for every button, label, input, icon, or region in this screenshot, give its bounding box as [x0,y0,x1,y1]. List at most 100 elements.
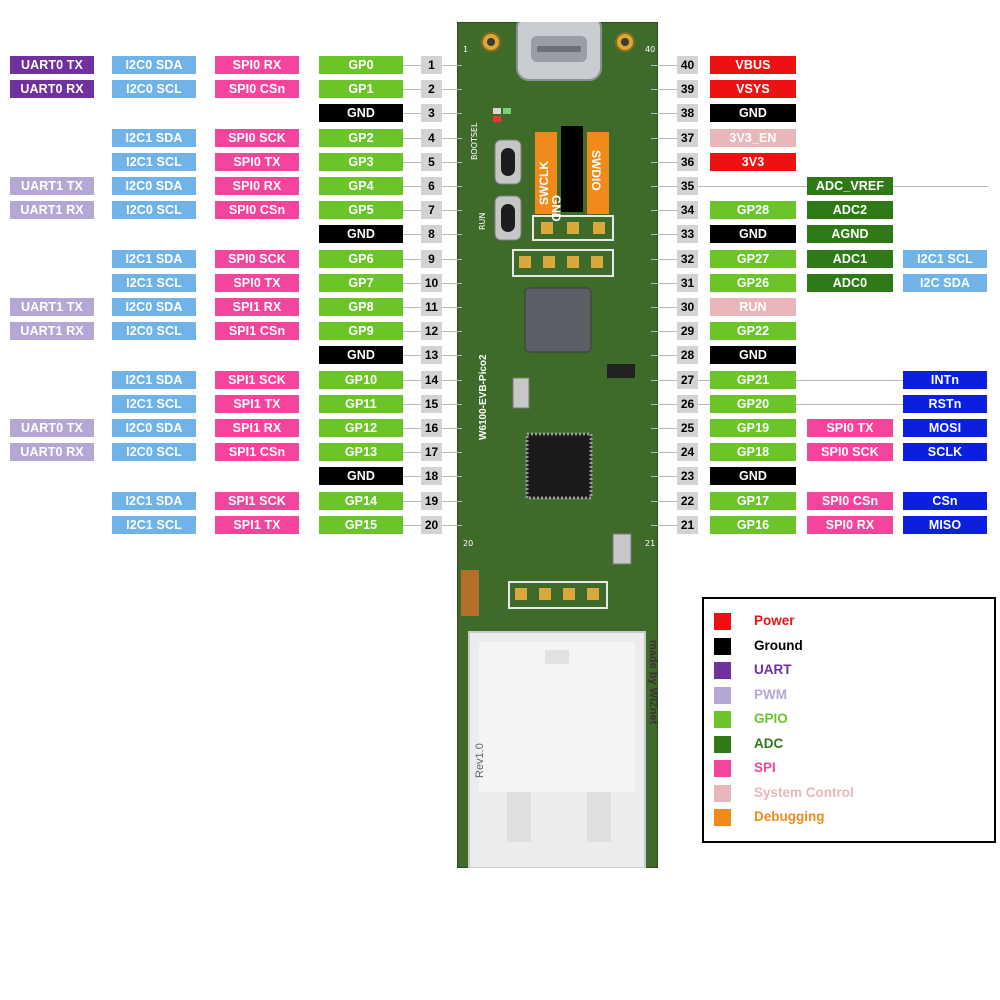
right-connector-line [651,186,677,187]
pin-40-label: VBUS [710,56,796,74]
legend-swatch [714,637,731,655]
right-connector-line [651,138,677,139]
pin-2-i2c-label: I2C0 SCL [112,80,196,98]
pin-26-label: GP20 [710,395,796,413]
pin-20-spi-label: SPI1 TX [215,516,299,534]
legend-swatch [714,760,731,777]
pin-17-uart-label: UART0 RX [10,443,94,461]
legend-label: GPIO [754,711,788,726]
pin-22-func-label: CSn [903,492,987,510]
pin-19-i2c-label: I2C1 SDA [112,492,196,510]
run-label: RUN [478,212,487,230]
swdio-label: SWDIO [589,150,603,191]
pin-4-spi-label: SPI0 SCK [215,129,299,147]
right-connector-line [651,65,677,66]
pin-14-label: GP10 [319,371,403,389]
pin-12-label: GP9 [319,322,403,340]
pin-21-alt-label: SPI0 RX [807,516,893,534]
pin-19-label: GP14 [319,492,403,510]
right-connector-line [651,89,677,90]
pin-15-i2c-label: I2C1 SCL [112,395,196,413]
pin-12-uart-label: UART1 RX [10,322,94,340]
pin-number-33: 33 [677,225,698,243]
pin-32-func-label: I2C1 SCL [903,250,987,268]
pin-7-uart-label: UART1 RX [10,201,94,219]
pin-number-13: 13 [421,346,442,364]
pin-39-label: VSYS [710,80,796,98]
right-connector-line [651,355,677,356]
pin-10-spi-label: SPI0 TX [215,274,299,292]
silk-model-label: W6100-EVB-Pico2 [478,354,489,440]
pin-8-label: GND [319,225,403,243]
pin-number-12: 12 [421,322,442,340]
legend-item: Ground [714,636,984,656]
pin-25-func-label: MOSI [903,419,987,437]
corner-label-21: 21 [645,539,656,548]
pin-1-i2c-label: I2C0 SDA [112,56,196,74]
legend-label: Debugging [754,809,825,824]
pin-24-alt-label: SPI0 SCK [807,443,893,461]
pin-number-30: 30 [677,298,698,316]
pin-2-label: GP1 [319,80,403,98]
pin-16-uart-label: UART0 TX [10,419,94,437]
pin-6-label: GP4 [319,177,403,195]
pin-number-35: 35 [677,177,698,195]
right-connector-line [651,234,677,235]
pin-20-i2c-label: I2C1 SCL [112,516,196,534]
pin-number-20: 20 [421,516,442,534]
legend-swatch [714,809,731,826]
silk-maker-label: made by WIZnet [647,640,659,725]
legend-swatch [714,735,731,753]
pin-17-label: GP13 [319,443,403,461]
right-connector-line [698,380,988,381]
pin-1-label: GP0 [319,56,403,74]
legend-item: GPIO [714,709,984,729]
right-connector-line [651,210,677,211]
pin-number-37: 37 [677,129,698,147]
pin-28-label: GND [710,346,796,364]
pin-7-i2c-label: I2C0 SCL [112,201,196,219]
pin-29-label: GP22 [710,322,796,340]
pin-9-spi-label: SPI0 SCK [215,250,299,268]
pin-2-spi-label: SPI0 CSn [215,80,299,98]
pin-27-label: GP21 [710,371,796,389]
legend-item: PWM [714,685,984,705]
pin-30-label: RUN [710,298,796,316]
pin-1-uart-label: UART0 TX [10,56,94,74]
pin-6-spi-label: SPI0 RX [215,177,299,195]
right-connector-line [651,283,677,284]
right-connector-line [651,404,677,405]
pin-12-i2c-label: I2C0 SCL [112,322,196,340]
pin-36-label: 3V3 [710,153,796,171]
pin-number-19: 19 [421,492,442,510]
legend-label: SPI [754,760,776,775]
pin-4-label: GP2 [319,129,403,147]
pin-number-10: 10 [421,274,442,292]
pin-31-label: GP26 [710,274,796,292]
legend-swatch [714,662,731,679]
pin-9-i2c-label: I2C1 SDA [112,250,196,268]
pin-23-label: GND [710,467,796,485]
pin-number-36: 36 [677,153,698,171]
pin-22-label: GP17 [710,492,796,510]
pin-number-2: 2 [421,80,442,98]
pin-16-i2c-label: I2C0 SDA [112,419,196,437]
corner-label-40: 40 [645,45,656,54]
pin-5-i2c-label: I2C1 SCL [112,153,196,171]
pin-number-8: 8 [421,225,442,243]
pin-number-23: 23 [677,467,698,485]
pin-1-spi-label: SPI0 RX [215,56,299,74]
legend-item: SPI [714,758,984,778]
legend-swatch [714,686,731,704]
silk-rev-label: Rev1.0 [474,743,486,778]
pin-number-11: 11 [421,298,442,316]
legend-item: System Control [714,783,984,803]
pin-6-i2c-label: I2C0 SDA [112,177,196,195]
legend-label: System Control [754,784,854,800]
right-connector-line [651,452,677,453]
pin-31-alt-label: ADC0 [807,274,893,292]
right-connector-line [651,331,677,332]
pin-4-i2c-label: I2C1 SDA [112,129,196,147]
